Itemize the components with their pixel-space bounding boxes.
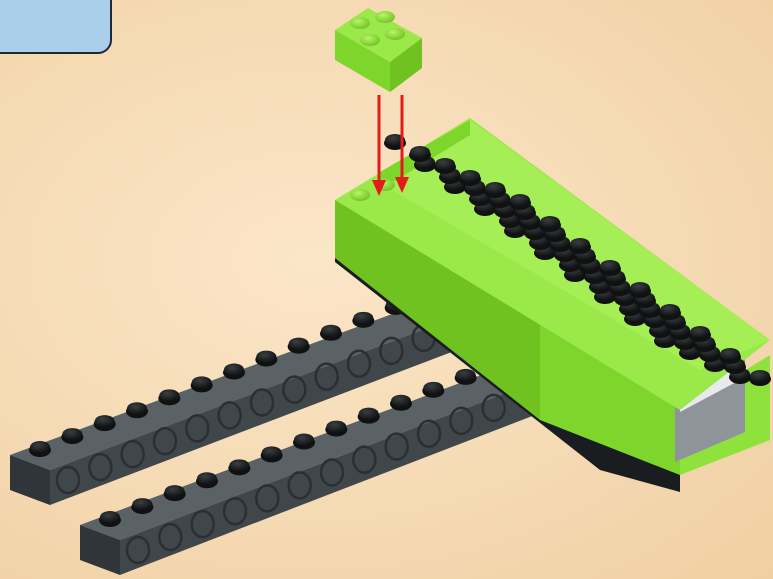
arrow-down-icon <box>372 95 386 196</box>
lime-brick-2x2 <box>335 8 422 92</box>
